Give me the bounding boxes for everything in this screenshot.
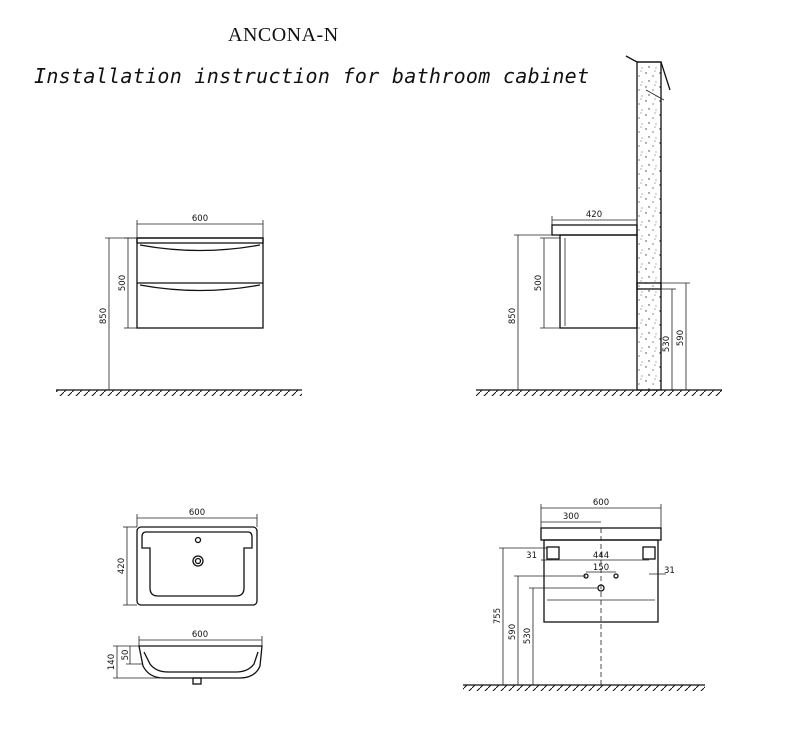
tap-hole: [194, 536, 202, 544]
pipe-right: [613, 573, 619, 579]
wall-break-line: [625, 55, 671, 91]
rear-view: 600 300 31 444 150 31 755 590 530: [463, 498, 705, 691]
dim-rear-530-label: 530: [523, 628, 533, 644]
dim-section-width-label: 600: [192, 630, 208, 640]
floor-hatch-side: [476, 390, 722, 396]
basin-section-inner: [143, 651, 259, 673]
basin-outline: [136, 526, 258, 606]
dim-basin-width-label: 600: [189, 508, 205, 518]
instruction-title: Installation instruction for bathroom ca…: [34, 64, 590, 88]
dim-rear-half-label: 300: [563, 512, 579, 522]
drawer-handle-upper: [139, 244, 261, 252]
dim-pipe-spacing-label: 150: [593, 563, 609, 573]
bracket-right: [642, 546, 656, 560]
dim-edge-left-label: 31: [526, 551, 537, 561]
basin-top-view: 600 420: [117, 508, 258, 606]
drain-inner: [194, 557, 202, 565]
dim-side-total-label: 850: [508, 308, 518, 324]
cabinet-side: [559, 234, 638, 329]
drain-outer: [192, 555, 204, 567]
front-view: 600 500 850: [56, 214, 302, 396]
wall-section: [636, 61, 662, 391]
side-view: 420 500 850 530 590: [476, 55, 722, 396]
dim-bracket-spacing-label: 444: [593, 551, 609, 561]
model-title: ANCONA-N: [228, 24, 339, 46]
dim-side-body-label: 500: [534, 275, 544, 291]
dim-section-height-label: 140: [107, 654, 117, 670]
drawer-handle-lower: [139, 284, 261, 292]
basin-bowl: [141, 531, 253, 597]
basin-waste: [192, 677, 202, 685]
dim-rear-width-label: 600: [593, 498, 609, 508]
dim-body-height-label: 500: [118, 275, 128, 291]
dim-fixing-530-label: 530: [662, 336, 672, 352]
basin-section-view: 600 140 50: [107, 630, 263, 685]
dim-edge-right-label: 31: [664, 566, 675, 576]
floor-hatch-rear: [463, 685, 705, 691]
dim-section-rim-label: 50: [121, 650, 131, 661]
dim-width-label: 600: [192, 214, 208, 224]
wall-bracket: [636, 282, 662, 290]
floor-hatch: [56, 390, 302, 396]
cabinet-top: [136, 237, 264, 244]
dim-basin-depth-label: 420: [117, 558, 127, 574]
basin-section-outline: [138, 645, 263, 679]
dim-rear-590-label: 590: [508, 624, 518, 640]
dim-depth-label: 420: [586, 210, 602, 220]
dim-total-height-label: 850: [99, 308, 109, 324]
dim-fixing-590-label: 590: [676, 330, 686, 346]
basin-top-side: [551, 224, 638, 236]
bracket-left: [546, 546, 560, 560]
dim-rear-755-label: 755: [493, 608, 503, 624]
